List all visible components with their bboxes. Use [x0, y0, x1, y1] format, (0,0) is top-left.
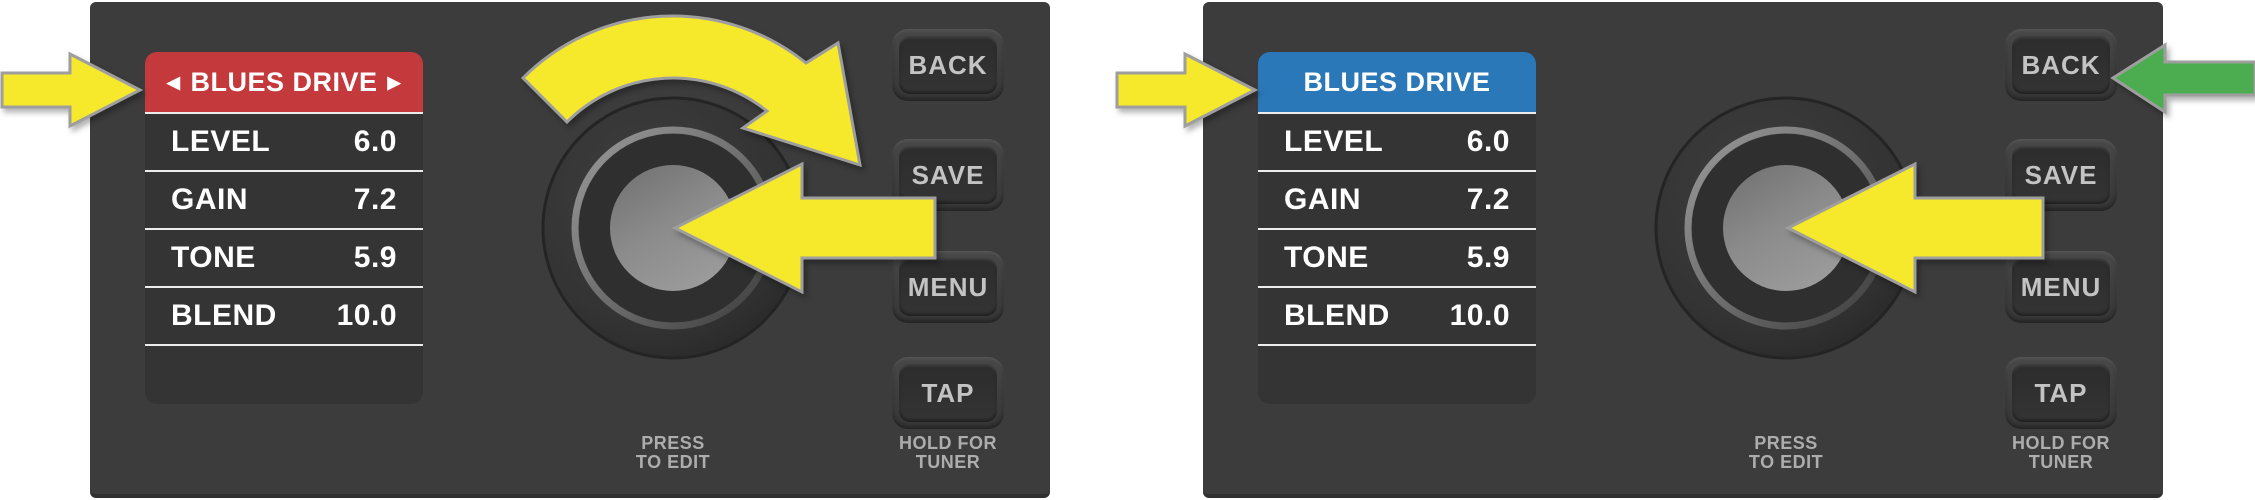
save-button[interactable]: SAVE: [892, 139, 1004, 211]
next-preset-arrow-icon[interactable]: ▶: [387, 72, 402, 92]
rotary-encoder-knob[interactable]: [1616, 58, 1956, 398]
preset-select-annotation-arrow-icon: [0, 51, 144, 129]
preset-name: BLUES DRIVE: [190, 66, 378, 97]
tap-hint-label: HOLD FOR TUNER: [2012, 433, 2110, 472]
knob-hint-label: PRESS TO EDIT: [1748, 433, 1824, 472]
param-row-blend: BLEND 10.0: [1258, 288, 1536, 346]
knob-hint-label: PRESS TO EDIT: [635, 433, 711, 472]
param-value: 5.9: [353, 241, 397, 274]
back-button[interactable]: BACK: [2005, 29, 2117, 101]
param-name: TONE: [171, 241, 256, 274]
param-value: 5.9: [1466, 241, 1510, 274]
param-value: 7.2: [1466, 183, 1510, 216]
param-name: GAIN: [171, 183, 248, 216]
param-row-blend: BLEND 10.0: [145, 288, 423, 346]
param-row-level: LEVEL 6.0: [145, 114, 423, 172]
preset-name: BLUES DRIVE: [1303, 66, 1491, 97]
param-value: 6.0: [353, 125, 397, 158]
rotary-encoder-knob[interactable]: [503, 58, 843, 398]
preset-name-header[interactable]: ◀ BLUES DRIVE ▶: [145, 52, 423, 114]
param-name: LEVEL: [1284, 125, 1384, 158]
screen-footer: [1258, 346, 1536, 404]
param-value: 6.0: [1466, 125, 1510, 158]
param-name: BLEND: [1284, 299, 1390, 332]
param-value: 10.0: [336, 299, 397, 332]
pedal-display-panel-right: BLUES DRIVE LEVEL 6.0 GAIN 7.2 TONE 5.9 …: [1115, 2, 2255, 498]
tap-button[interactable]: TAP: [892, 357, 1004, 429]
preset-name-header[interactable]: BLUES DRIVE: [1258, 52, 1536, 114]
param-row-tone: TONE 5.9: [145, 230, 423, 288]
lcd-screen: ◀ BLUES DRIVE ▶ LEVEL 6.0 GAIN 7.2 TONE …: [145, 52, 423, 404]
param-name: LEVEL: [171, 125, 271, 158]
param-row-tone: TONE 5.9: [1258, 230, 1536, 288]
back-button-annotation-arrow-icon: [2110, 42, 2255, 115]
param-row-level: LEVEL 6.0: [1258, 114, 1536, 172]
back-button[interactable]: BACK: [892, 29, 1004, 101]
param-name: BLEND: [171, 299, 277, 332]
lcd-screen: BLUES DRIVE LEVEL 6.0 GAIN 7.2 TONE 5.9 …: [1258, 52, 1536, 404]
menu-button[interactable]: MENU: [892, 251, 1004, 323]
param-value: 10.0: [1449, 299, 1510, 332]
param-value: 7.2: [353, 183, 397, 216]
param-name: GAIN: [1284, 183, 1361, 216]
preset-select-annotation-arrow-icon: [1115, 51, 1259, 129]
param-row-gain: GAIN 7.2: [1258, 172, 1536, 230]
save-button[interactable]: SAVE: [2005, 139, 2117, 211]
menu-button[interactable]: MENU: [2005, 251, 2117, 323]
prev-preset-arrow-icon[interactable]: ◀: [166, 72, 181, 92]
param-row-gain: GAIN 7.2: [145, 172, 423, 230]
tap-button[interactable]: TAP: [2005, 357, 2117, 429]
screen-footer: [145, 346, 423, 404]
param-name: TONE: [1284, 241, 1369, 274]
pedal-display-panel-left: ◀ BLUES DRIVE ▶ LEVEL 6.0 GAIN 7.2 TONE …: [0, 2, 1050, 498]
tap-hint-label: HOLD FOR TUNER: [899, 433, 997, 472]
